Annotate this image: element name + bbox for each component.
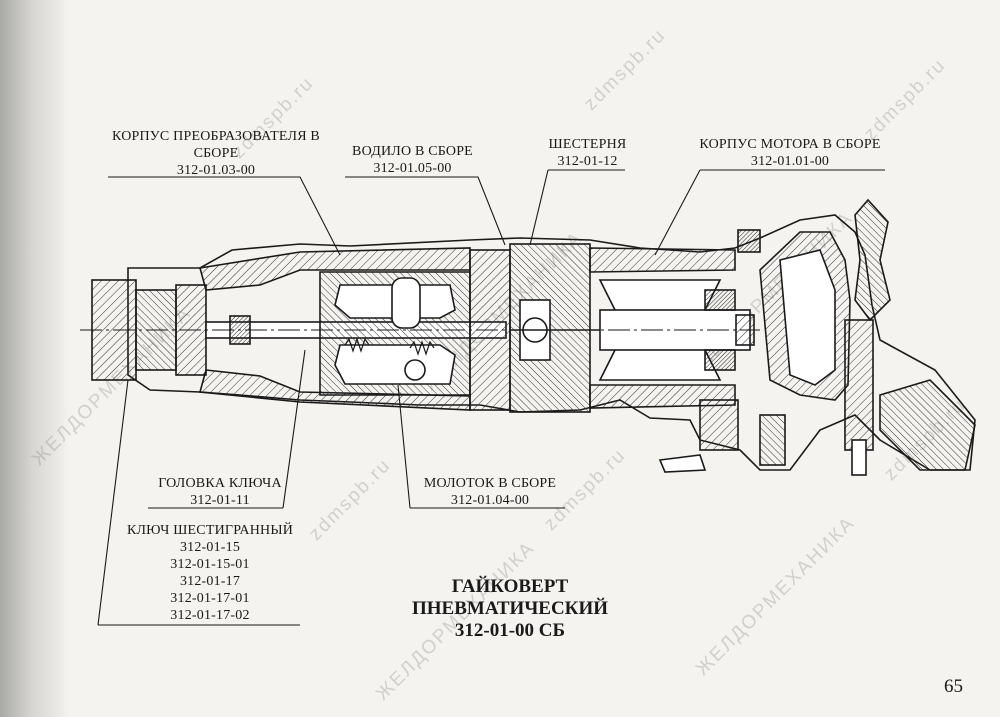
label-hex-key-code: 312-01-17 bbox=[179, 574, 241, 589]
label-wrench-head-name: ГОЛОВКА КЛЮЧА bbox=[158, 476, 282, 491]
motor-housing-section bbox=[589, 247, 736, 273]
label-motor-housing: КОРПУС МОТОРА В СБОРЕ 312-01.01-00 bbox=[690, 136, 890, 170]
page-number: 65 bbox=[944, 676, 963, 697]
leader-converter-housing bbox=[108, 176, 341, 256]
page-binding-shadow bbox=[0, 0, 70, 717]
drawing-title: ГАЙКОВЕРТ ПНЕВМАТИЧЕСКИЙ 312-01-00 СБ bbox=[380, 576, 640, 642]
label-converter-housing-line2: СБОРЕ bbox=[193, 146, 239, 161]
label-wrench-head: ГОЛОВКА КЛЮЧА 312-01-11 bbox=[150, 475, 290, 509]
hose-fitting bbox=[879, 379, 976, 471]
label-motor-housing-name: КОРПУС МОТОРА В СБОРЕ bbox=[699, 137, 881, 152]
label-hex-key-code: 312-01-17-02 bbox=[170, 608, 250, 623]
drawing-title-line1: ГАЙКОВЕРТ bbox=[451, 576, 569, 597]
label-hex-key-name: КЛЮЧ ШЕСТИГРАННЫЙ bbox=[126, 523, 294, 538]
label-gear-name: ШЕСТЕРНЯ bbox=[548, 137, 627, 152]
air-valve bbox=[844, 319, 874, 451]
label-converter-housing-code: 312-01.03-00 bbox=[176, 163, 256, 178]
grip-boss bbox=[699, 399, 739, 451]
label-wrench-head-code: 312-01-11 bbox=[190, 493, 250, 508]
label-hex-key: КЛЮЧ ШЕСТИГРАННЫЙ 312-01-15 312-01-15-01… bbox=[110, 522, 310, 624]
top-bolt bbox=[737, 229, 761, 253]
label-carrier: ВОДИЛО В СБОРЕ 312-01.05-00 bbox=[340, 143, 485, 177]
label-motor-housing-code: 312-01.01-00 bbox=[750, 154, 830, 169]
label-hex-key-code: 312-01-15 bbox=[179, 540, 241, 555]
label-hex-key-code: 312-01-17-01 bbox=[170, 591, 250, 606]
drawing-title-line2: ПНЕВМАТИЧЕСКИЙ bbox=[411, 598, 608, 619]
label-hex-key-code: 312-01-15-01 bbox=[170, 557, 250, 572]
trigger-lever bbox=[854, 198, 891, 322]
converter-housing-section bbox=[198, 247, 471, 291]
label-gear: ШЕСТЕРНЯ 312-01-12 bbox=[540, 136, 635, 170]
label-hammer: МОЛОТОК В СБОРЕ 312-01.04-00 bbox=[415, 475, 565, 509]
label-hammer-code: 312-01.04-00 bbox=[450, 493, 530, 508]
label-converter-housing-line1: КОРПУС ПРЕОБРАЗОВАТЕЛЯ В bbox=[112, 129, 320, 144]
label-hammer-name: МОЛОТОК В СБОРЕ bbox=[423, 476, 557, 491]
label-carrier-code: 312-01.05-00 bbox=[373, 161, 452, 176]
leader-carrier bbox=[345, 176, 506, 246]
label-carrier-name: ВОДИЛО В СБОРЕ bbox=[352, 144, 473, 159]
drawing-title-line3: 312-01-00 СБ bbox=[454, 620, 566, 641]
label-gear-code: 312-01-12 bbox=[557, 154, 618, 169]
label-converter-housing: КОРПУС ПРЕОБРАЗОВАТЕЛЯ В СБОРЕ 312-01.03… bbox=[96, 128, 336, 179]
